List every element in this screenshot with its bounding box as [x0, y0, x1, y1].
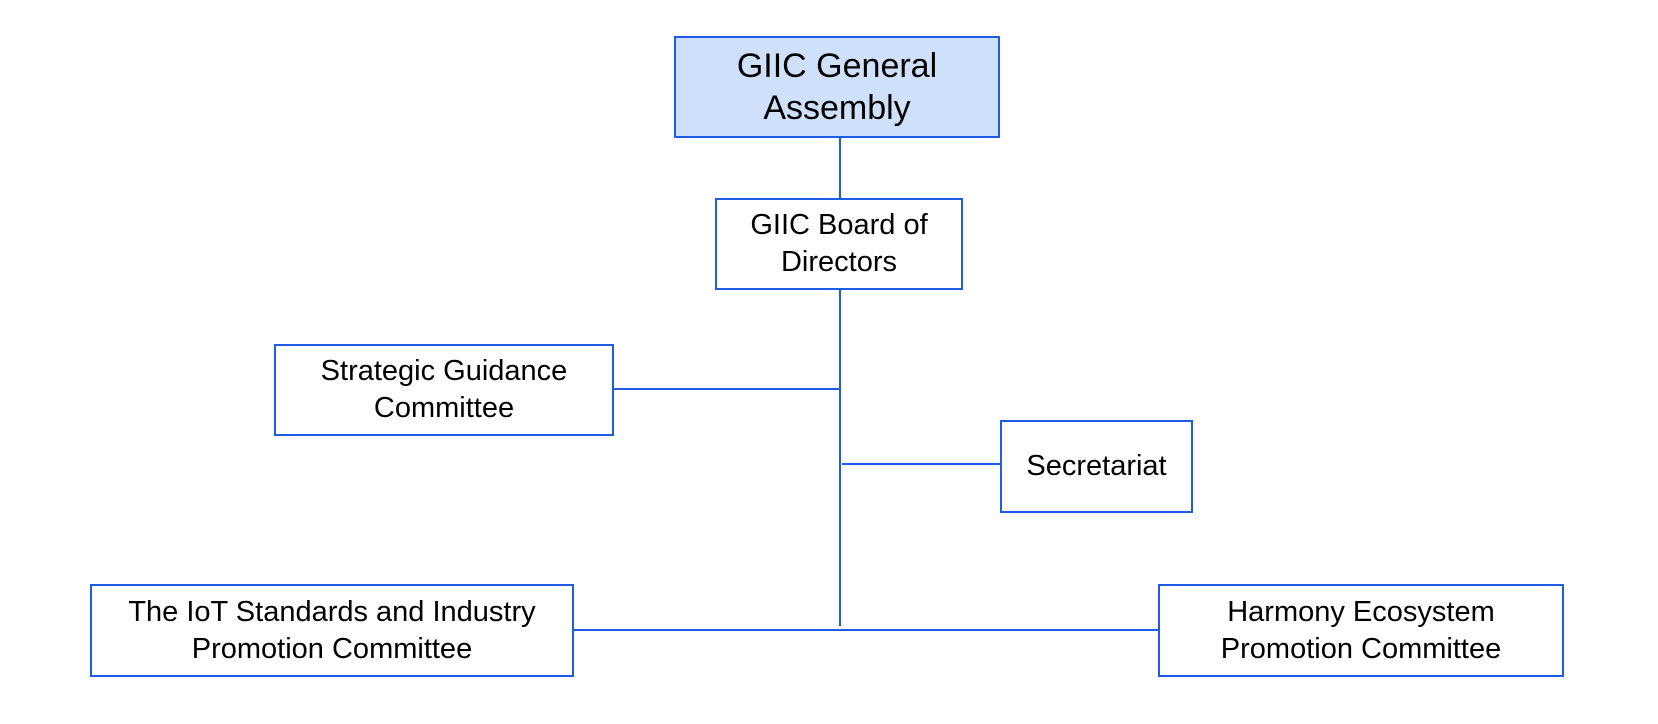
secretariat-label: Secretariat [1026, 450, 1167, 482]
board-of-directors-box: GIIC Board of Directors [715, 198, 963, 290]
iot-standards-committee-label: The IoT Standards and Industry Promotion… [128, 595, 536, 665]
general-assembly-label: GIIC General Assembly [736, 47, 938, 127]
strategic-guidance-committee-label: Strategic Guidance Committee [320, 355, 568, 424]
board-of-directors-label: GIIC Board of Directors [750, 209, 928, 278]
iot-standards-committee-box: The IoT Standards and Industry Promotion… [90, 584, 574, 677]
strategic-guidance-committee-box: Strategic Guidance Committee [274, 344, 614, 436]
secretariat-box: Secretariat [1000, 420, 1193, 513]
harmony-ecosystem-committee-box: Harmony Ecosystem Promotion Committee [1158, 584, 1564, 677]
general-assembly-box: GIIC General Assembly [674, 36, 1000, 138]
harmony-ecosystem-committee-label: Harmony Ecosystem Promotion Committee [1220, 595, 1502, 665]
